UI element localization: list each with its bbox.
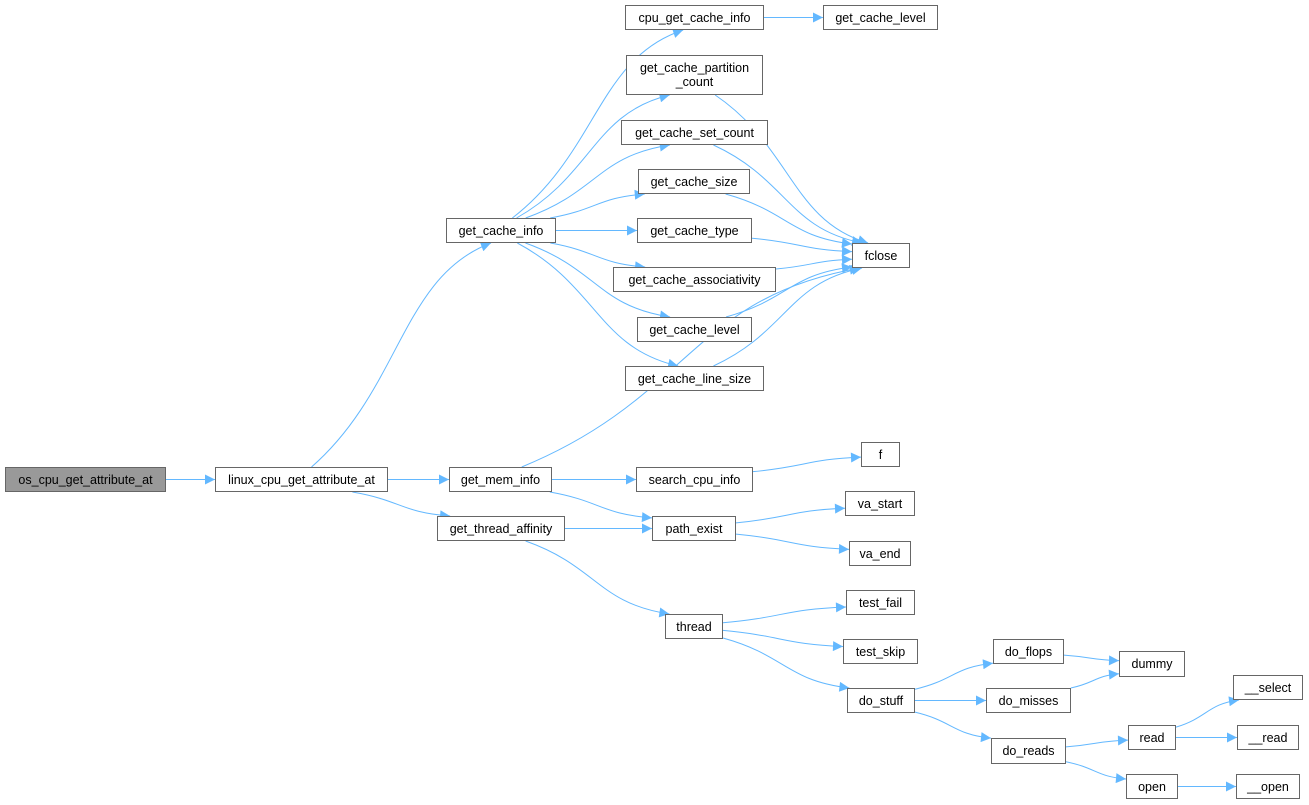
edge-thread-to-test_skip <box>722 629 844 652</box>
edge-do_reads-to-open <box>1065 761 1127 784</box>
node-cpu-get-cache-info[interactable]: cpu_get_cache_info <box>625 5 764 30</box>
node-os-cpu-get-attribute-at: os_cpu_get_attribute_at <box>5 467 166 492</box>
edge-get_cache_info-to-get_cache_set_count <box>525 141 670 219</box>
node-dummy[interactable]: dummy <box>1119 651 1185 677</box>
edge-linux_cpu_get_attribute_at-to-get_thread_affinity <box>352 491 451 521</box>
edge-thread-to-test_fail <box>722 602 847 624</box>
node-linux-cpu-get-attribute-at[interactable]: linux_cpu_get_attribute_at <box>215 467 388 492</box>
node-do-stuff[interactable]: do_stuff <box>847 688 915 713</box>
node-open[interactable]: open <box>1126 774 1178 799</box>
node-get-cache-level[interactable]: get_cache_level <box>637 317 752 342</box>
node-get-cache-info[interactable]: get_cache_info <box>446 218 556 243</box>
edge-get_mem_info-to-fclose <box>521 264 860 468</box>
node-get-cache-partition-count[interactable]: get_cache_partition _count <box>626 55 763 95</box>
edge-get_cache_partition_count-to-fclose <box>714 94 869 246</box>
edge-do_stuff-to-do_reads <box>914 711 992 743</box>
edge-linux_cpu_get_attribute_at-to-get_cache_info <box>311 241 492 468</box>
node-read[interactable]: __read <box>1237 725 1299 750</box>
edge-get_cache_info-to-get_cache_associativity <box>550 242 646 272</box>
node-select[interactable]: __select <box>1233 675 1303 700</box>
edge-get_thread_affinity-to-thread <box>525 540 670 618</box>
node-get-thread-affinity[interactable]: get_thread_affinity <box>437 516 565 541</box>
edge-get_cache_associativity-to-fclose <box>775 254 853 270</box>
edge-get_cache_type-to-fclose <box>751 237 853 257</box>
edge-path_exist-to-va_start <box>735 503 846 524</box>
node-get-cache-size[interactable]: get_cache_size <box>638 169 750 194</box>
node-get-cache-line-size[interactable]: get_cache_line_size <box>625 366 764 391</box>
node-va-start[interactable]: va_start <box>845 491 915 516</box>
edge-get_cache_size-to-fclose <box>725 193 853 248</box>
node-do-flops[interactable]: do_flops <box>993 639 1064 664</box>
edge-do_misses-to-dummy <box>1070 669 1120 689</box>
edge-get_cache_info-to-cpu_get_cache_info <box>512 28 684 219</box>
edge-get_cache_info-to-get_cache_partition_count <box>516 92 670 219</box>
node-do-reads[interactable]: do_reads <box>991 738 1066 764</box>
edge-get_mem_info-to-path_exist <box>549 491 653 523</box>
node-test-skip[interactable]: test_skip <box>843 639 918 664</box>
edge-thread-to-do_stuff <box>722 637 850 692</box>
node-do-misses[interactable]: do_misses <box>986 688 1071 713</box>
node-f[interactable]: f <box>861 442 900 467</box>
node-get-cache-set-count[interactable]: get_cache_set_count <box>621 120 768 145</box>
edge-get_cache_line_size-to-fclose <box>713 265 863 367</box>
node-read[interactable]: read <box>1128 725 1176 750</box>
node-get-cache-type[interactable]: get_cache_type <box>637 218 752 243</box>
edge-get_cache_info-to-get_cache_line_size <box>517 242 679 369</box>
node-fclose[interactable]: fclose <box>852 243 910 268</box>
node-thread[interactable]: thread <box>665 614 723 639</box>
node-get-mem-info[interactable]: get_mem_info <box>449 467 552 492</box>
edge-get_cache_set_count-to-fclose <box>713 144 863 246</box>
edge-get_cache_info-to-get_cache_level <box>525 242 671 321</box>
node-test-fail[interactable]: test_fail <box>846 590 915 615</box>
edge-do_reads-to-read <box>1065 735 1129 748</box>
node-open[interactable]: __open <box>1236 774 1300 799</box>
edge-do_stuff-to-do_flops <box>914 659 994 690</box>
node-get-cache-associativity[interactable]: get_cache_associativity <box>613 267 776 292</box>
node-path-exist[interactable]: path_exist <box>652 516 736 541</box>
edge-do_flops-to-dummy <box>1063 654 1120 666</box>
edge-search_cpu_info-to-f <box>752 452 862 473</box>
node-va-end[interactable]: va_end <box>849 541 911 566</box>
edge-path_exist-to-va_end <box>735 533 850 554</box>
node-search-cpu-info[interactable]: search_cpu_info <box>636 467 753 492</box>
edge-get_cache_info-to-get_cache_size <box>550 189 645 219</box>
node-get-cache-level[interactable]: get_cache_level <box>823 5 938 30</box>
edge-read-to-__select <box>1175 696 1240 728</box>
